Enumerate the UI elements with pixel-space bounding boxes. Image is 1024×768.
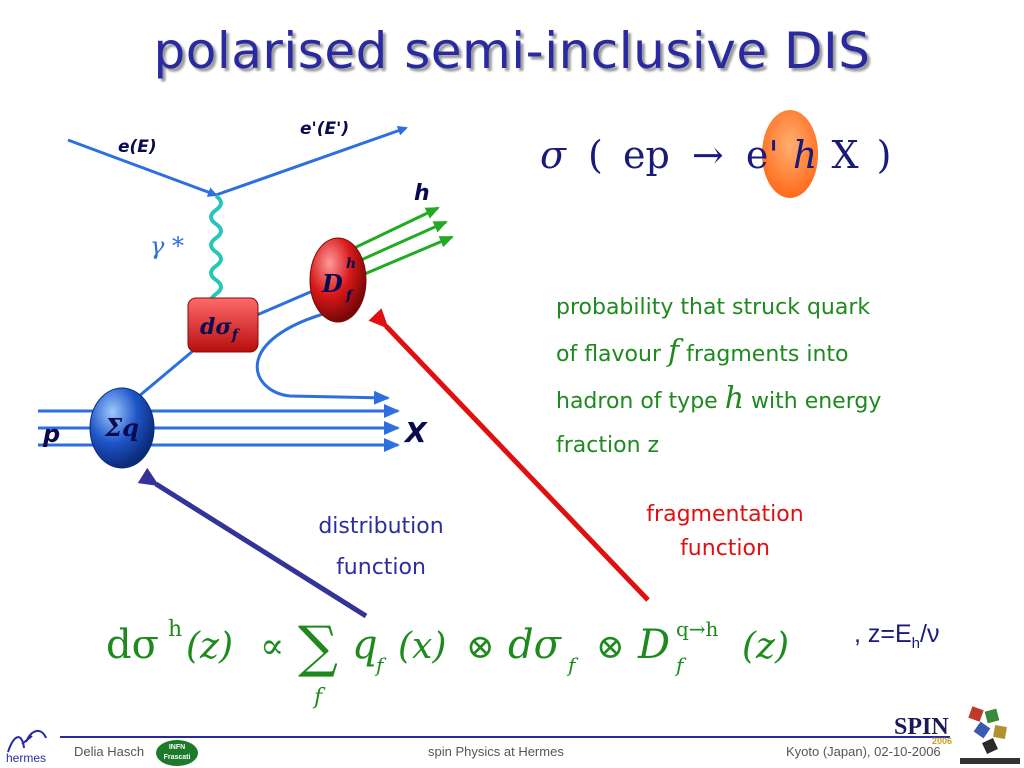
svg-text:2006: 2006 <box>932 736 952 746</box>
reaction-close: ) <box>877 133 892 177</box>
D-sup: h <box>346 256 356 272</box>
f-z-arg: (z) <box>186 626 233 667</box>
hadron-arrow-3 <box>354 235 454 280</box>
reaction-h: h <box>793 133 817 177</box>
desc-line-3: hadron of type h with energy <box>556 381 882 416</box>
footer-author: Delia Hasch <box>74 744 145 759</box>
gamma-label: γ * <box>150 232 184 260</box>
reaction-ep: ep <box>623 133 670 177</box>
desc-flavour-f: f <box>668 334 680 369</box>
svg-text:hermes: hermes <box>6 751 46 765</box>
reaction-formula: σ ( ep → e' h X ) <box>540 133 891 177</box>
dsigma-label: dσ <box>200 314 232 340</box>
reaction-eprime: e' <box>746 133 779 177</box>
f-z-arg2: (z) <box>742 626 789 667</box>
reaction-arrow: → <box>692 133 724 177</box>
f-sum: ∑ <box>298 615 338 680</box>
f-x-arg: (x) <box>398 626 446 667</box>
distribution-pointer-arrow <box>137 467 368 619</box>
f-lhs: dσ <box>106 622 159 668</box>
f-dsig: dσ <box>508 622 563 668</box>
f-D-sub: f <box>674 653 687 677</box>
distribution-function-label: distribution function <box>318 514 444 580</box>
footer-talk-title: spin Physics at Hermes <box>428 744 564 759</box>
f-q: q <box>352 622 378 668</box>
z-definition: , z=Eh/ν <box>854 620 940 652</box>
hard-scattering-box <box>187 297 259 353</box>
f-sum-sub: f <box>312 685 326 710</box>
hadron-highlight <box>762 110 818 198</box>
svg-text:dσf: dσf <box>200 314 241 344</box>
fragmentation-blob <box>309 237 367 323</box>
parton-distribution-blob <box>89 387 155 469</box>
outgoing-electron-line <box>215 125 408 197</box>
D-label: D <box>321 269 343 298</box>
f-otimes1: ⊗ <box>466 627 495 667</box>
hermes-logo: hermes <box>6 730 47 765</box>
incoming-electron-line <box>67 138 218 197</box>
e-in-label: e(E) <box>118 137 157 157</box>
f-lhs-sup: h <box>168 617 182 642</box>
desc-hadron-h: h <box>724 381 745 416</box>
hadron-label: h <box>414 181 430 206</box>
fragmentation-description: probability that struck quark of flavour… <box>556 286 976 468</box>
desc-line-2: of flavour f fragments into <box>556 334 849 369</box>
proton-label: p <box>42 420 60 448</box>
reaction-open: ( <box>588 133 603 177</box>
f-D: D <box>637 622 670 668</box>
footer-place-date: Kyoto (Japan), 02-10-2006 <box>786 744 941 759</box>
slide-title: polarised semi-inclusive DIS <box>153 22 871 80</box>
spin2006-logo: SPIN 2006 <box>894 706 1020 764</box>
f-otimes2: ⊗ <box>596 627 625 667</box>
desc-line-4: fraction z <box>556 433 660 458</box>
cross-section-formula: dσ h (z) ∝ ∑ f q f (x) ⊗ dσ f ⊗ D q→h f … <box>106 615 789 710</box>
dsigma-sub: f <box>231 326 241 344</box>
D-sub: f <box>345 288 355 304</box>
quark-line-to-D <box>249 288 316 320</box>
f-q-sub: f <box>374 653 387 677</box>
X-label: X <box>403 416 428 449</box>
hadron-arrow-1 <box>349 206 440 252</box>
remnant-curve <box>255 310 390 405</box>
f-D-sup: q→h <box>676 617 719 641</box>
reaction-X: X <box>831 133 858 177</box>
f-prop: ∝ <box>260 626 284 667</box>
fragmentation-function-label: fragmentation function <box>646 502 804 561</box>
e-out-label: e'(E') <box>300 119 349 139</box>
sum-q-label: Σq <box>104 413 139 442</box>
desc-line-1: probability that struck quark <box>556 295 871 320</box>
footer-divider <box>60 736 950 738</box>
reaction-sigma: σ <box>540 133 567 177</box>
fragmentation-pointer-arrow <box>368 308 650 602</box>
f-dsig-sub: f <box>566 653 579 677</box>
hadron-arrow-2 <box>351 220 448 266</box>
svg-text:SPIN: SPIN <box>894 714 949 740</box>
